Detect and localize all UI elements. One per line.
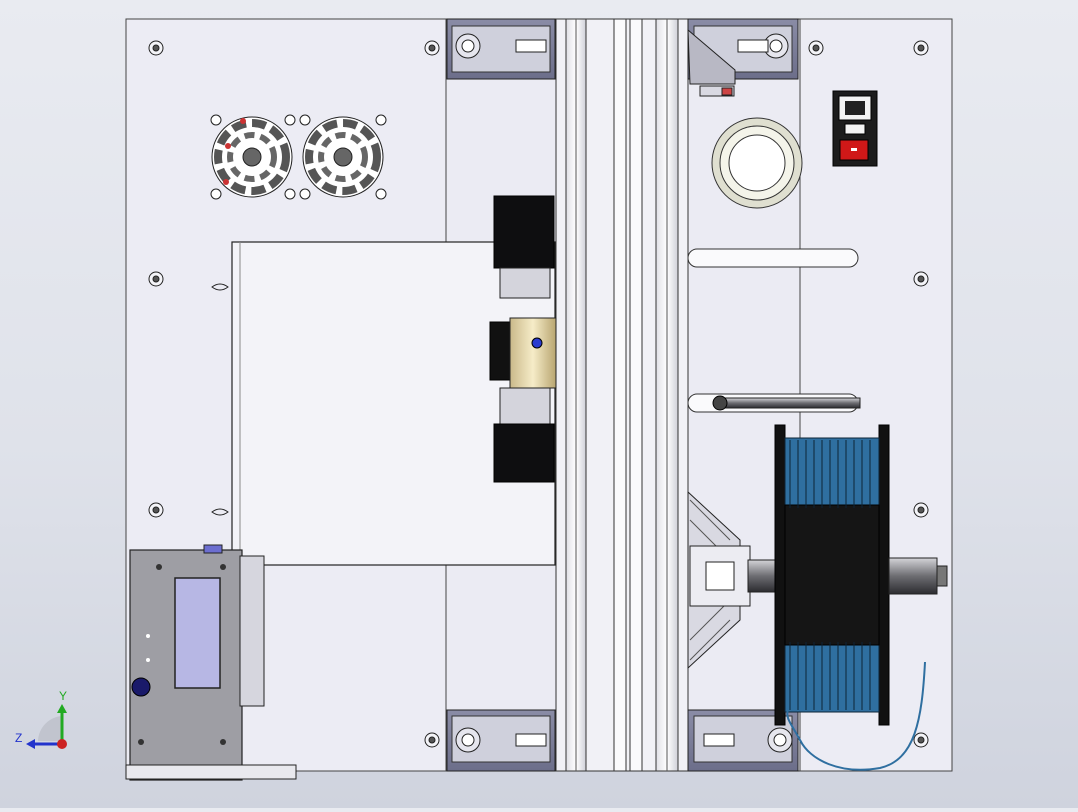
triad-z-label: Z [15, 731, 22, 745]
screw [148, 271, 164, 287]
screw [148, 40, 164, 56]
cooling-fan-left [211, 116, 293, 198]
screw [913, 40, 929, 56]
orientation-triad [26, 704, 67, 749]
lcd-encoder-knob[interactable] [131, 677, 151, 697]
screw [808, 40, 824, 56]
screw [913, 502, 929, 518]
screw [913, 732, 929, 748]
spool-slot [687, 248, 859, 268]
fan-screws [210, 114, 387, 200]
cooling-fan-right [302, 116, 384, 198]
screw [913, 271, 929, 287]
power-inlet [832, 90, 878, 167]
vertical-extrusion [555, 18, 689, 772]
spool-holder [687, 490, 779, 670]
spool-rod [687, 393, 861, 413]
corner-bracket [446, 709, 556, 772]
z-carriage [489, 195, 557, 483]
lcd-screen [174, 577, 221, 689]
screw [424, 40, 440, 56]
filament-strand [786, 661, 926, 771]
cable-gland [711, 117, 803, 209]
screw [424, 732, 440, 748]
corner-bracket [446, 18, 556, 80]
filament-spool [774, 424, 948, 726]
screw [148, 502, 164, 518]
power-switch[interactable] [839, 139, 869, 161]
triad-y-label: Y [59, 689, 67, 703]
corner-bracket [687, 18, 799, 97]
